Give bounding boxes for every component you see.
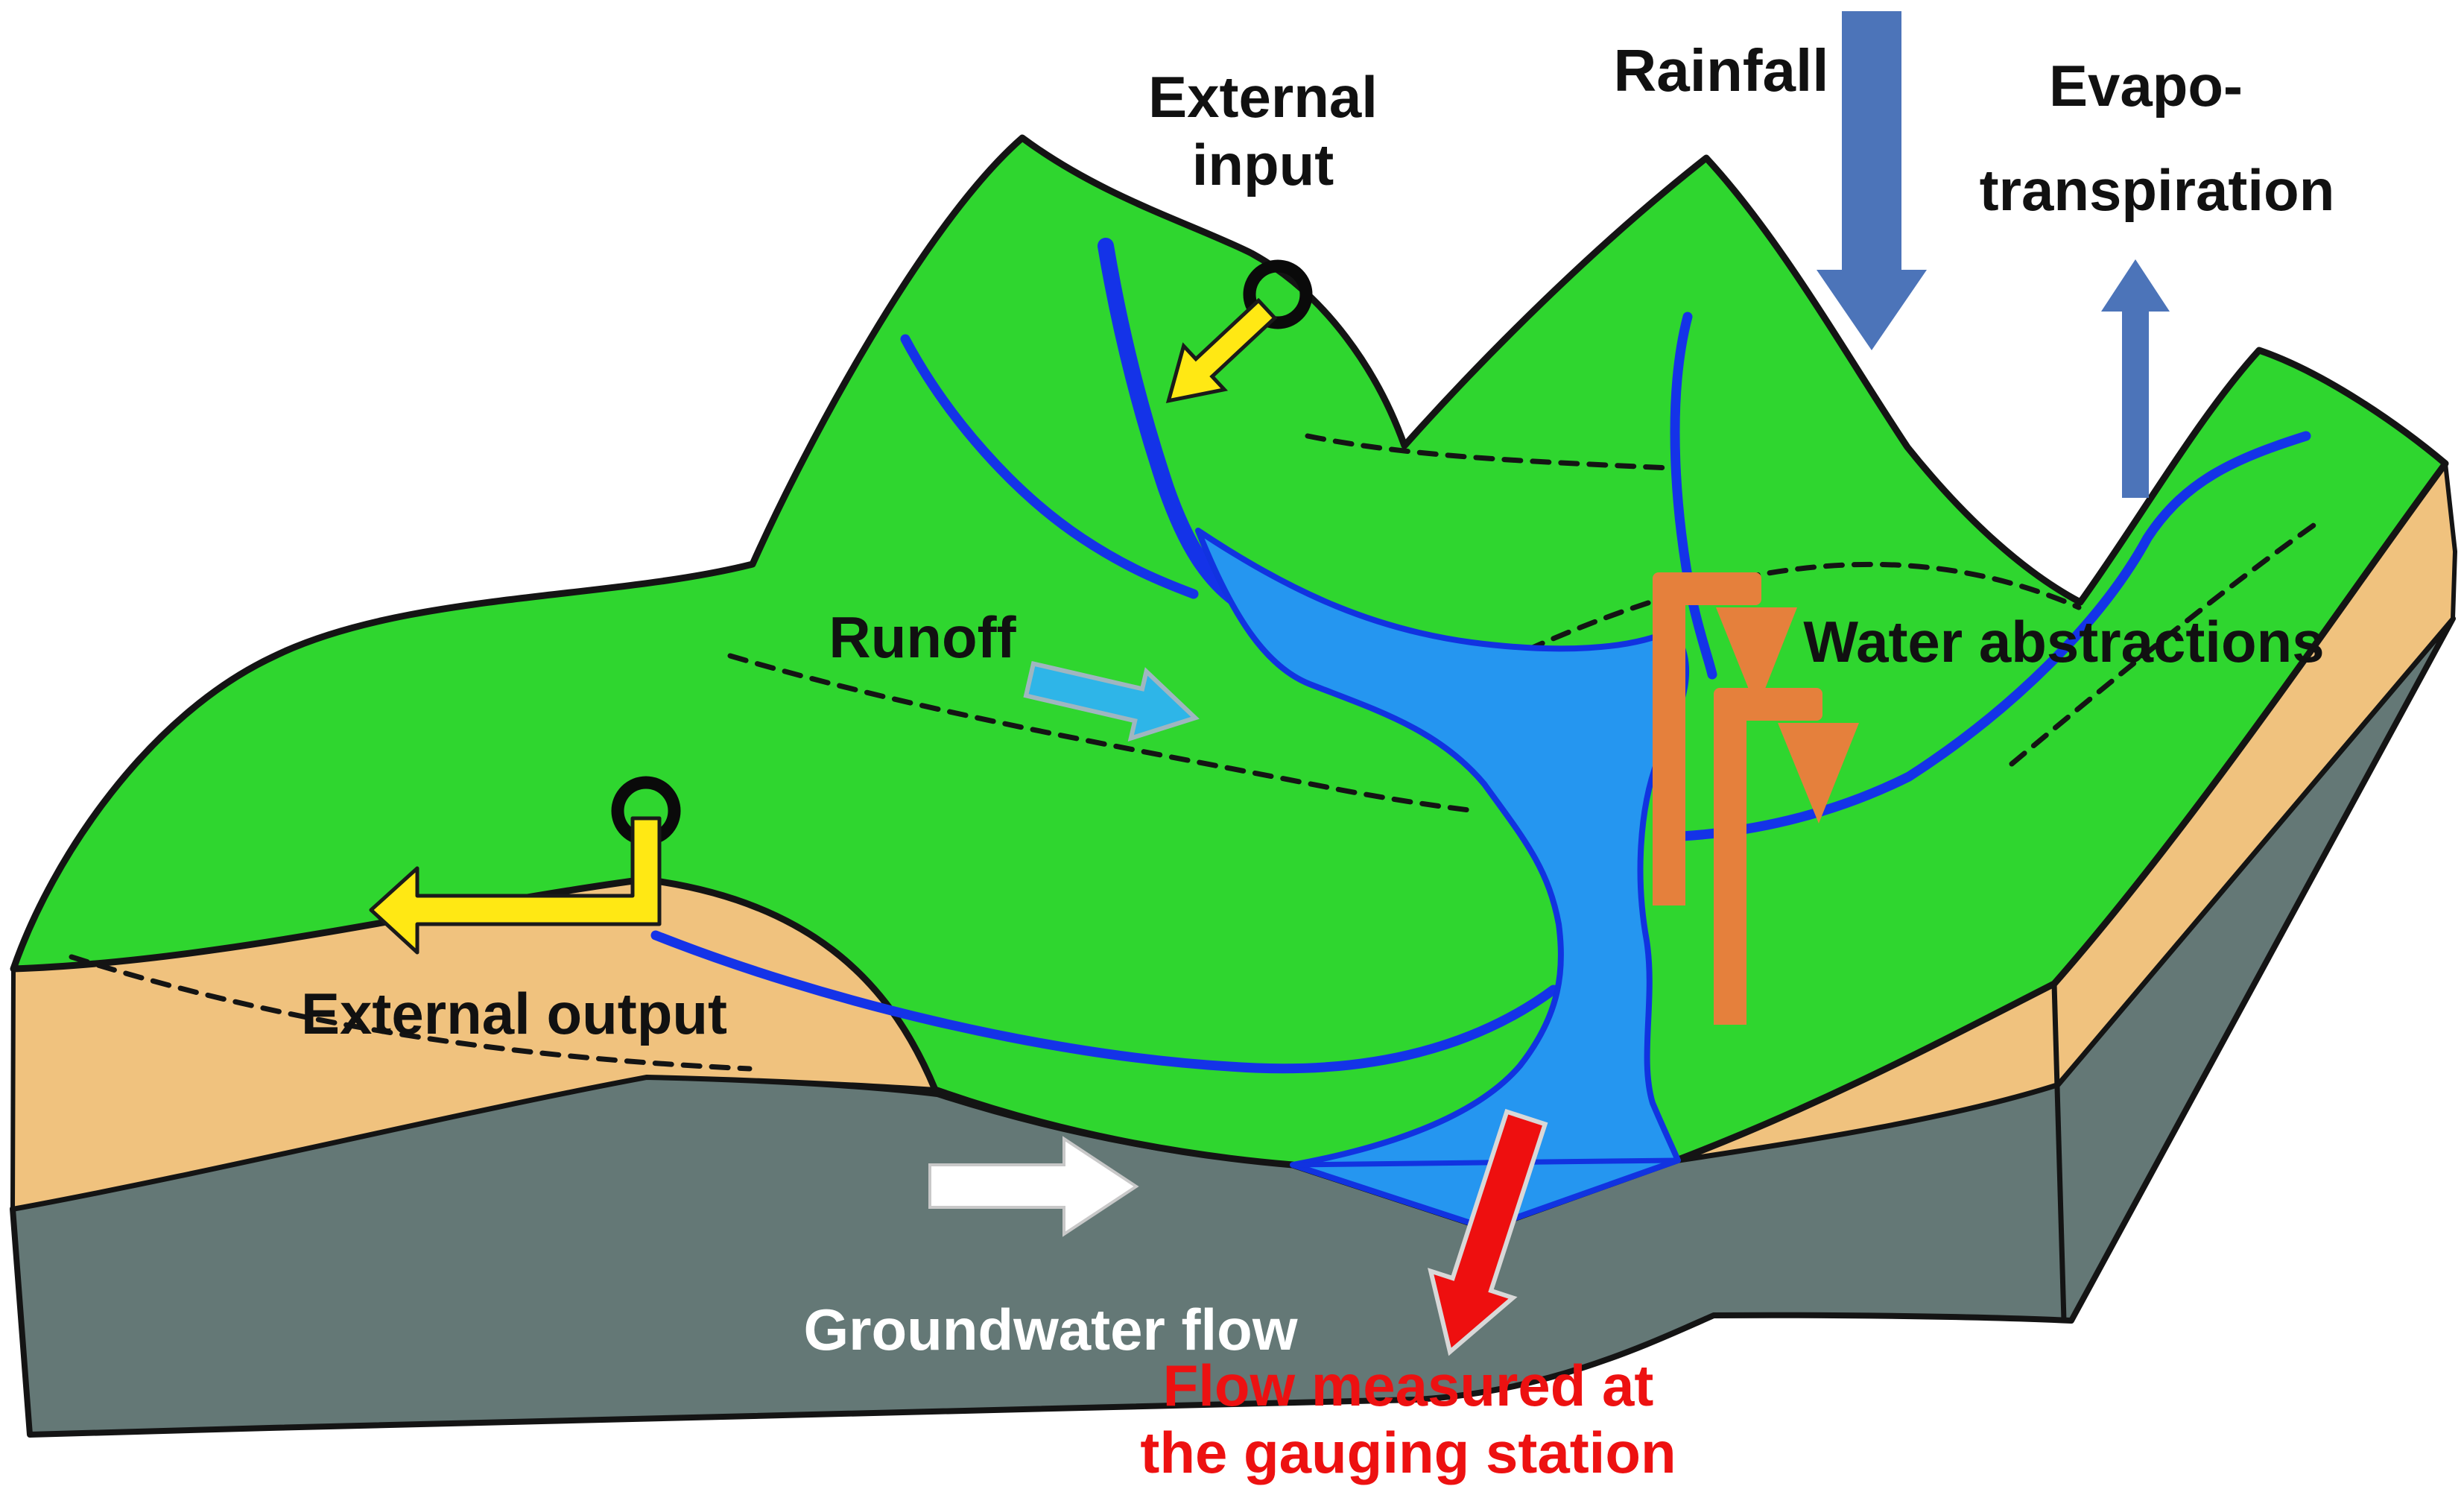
groundwater-flow-label: Groundwater flow (804, 1297, 1298, 1362)
ridgeline (69, 954, 753, 1072)
stream (1676, 431, 2311, 841)
external-input-arrow-icon (1165, 297, 1278, 404)
water-abstractions-label: Water abstractions (1803, 609, 2324, 674)
front-right-edge (2051, 983, 2067, 1321)
ridgeline (1305, 433, 1672, 471)
land-surface (10, 134, 2449, 1232)
hydrography (650, 238, 2311, 1231)
runoff-arrow-icon (1023, 660, 1200, 742)
groundwater-flow-arrow-icon (928, 1136, 1139, 1237)
rainfall-label: Rainfall (1614, 37, 1829, 104)
water-abstraction-arrow-icon (1714, 688, 1859, 1025)
ridgeline (1524, 561, 2082, 653)
water-abstraction-arrow-icon (1653, 572, 1797, 905)
terrain-block (10, 134, 2457, 1438)
outlet-waterline (1292, 1157, 1677, 1168)
ridgelines (69, 433, 2316, 1072)
main-river (1195, 528, 1690, 1231)
external-input-label: input (1192, 132, 1334, 197)
main-stream-upper (1098, 238, 1247, 609)
runoff-label: Runoff (829, 604, 1016, 670)
stream (1670, 312, 1717, 680)
evapotranspiration-label: Evapo- (2049, 53, 2243, 118)
flux-arrows (369, 11, 2170, 1356)
gauging-station-label: Flow measured at (1163, 1353, 1654, 1418)
gauging-flow-arrow-icon (1428, 1108, 1548, 1356)
external-input-point (1243, 259, 1313, 329)
evapotranspiration-label: transpiration (1980, 157, 2335, 223)
ridgeline (727, 653, 1478, 814)
tributary-streams (650, 312, 2311, 1074)
labels: External input Rainfall Evapo- transpira… (301, 37, 2334, 1485)
evapotranspiration-arrow-icon (2101, 259, 2170, 498)
ridgeline (2009, 522, 2316, 767)
stream (650, 930, 1559, 1074)
stream (900, 334, 1199, 599)
gauging-station-label: the gauging station (1140, 1420, 1676, 1485)
rainfall-arrow-icon (1817, 11, 1927, 350)
external-output-label: External output (301, 981, 727, 1046)
external-output-arrow-icon (369, 816, 662, 955)
external-input-label: External (1148, 64, 1378, 130)
